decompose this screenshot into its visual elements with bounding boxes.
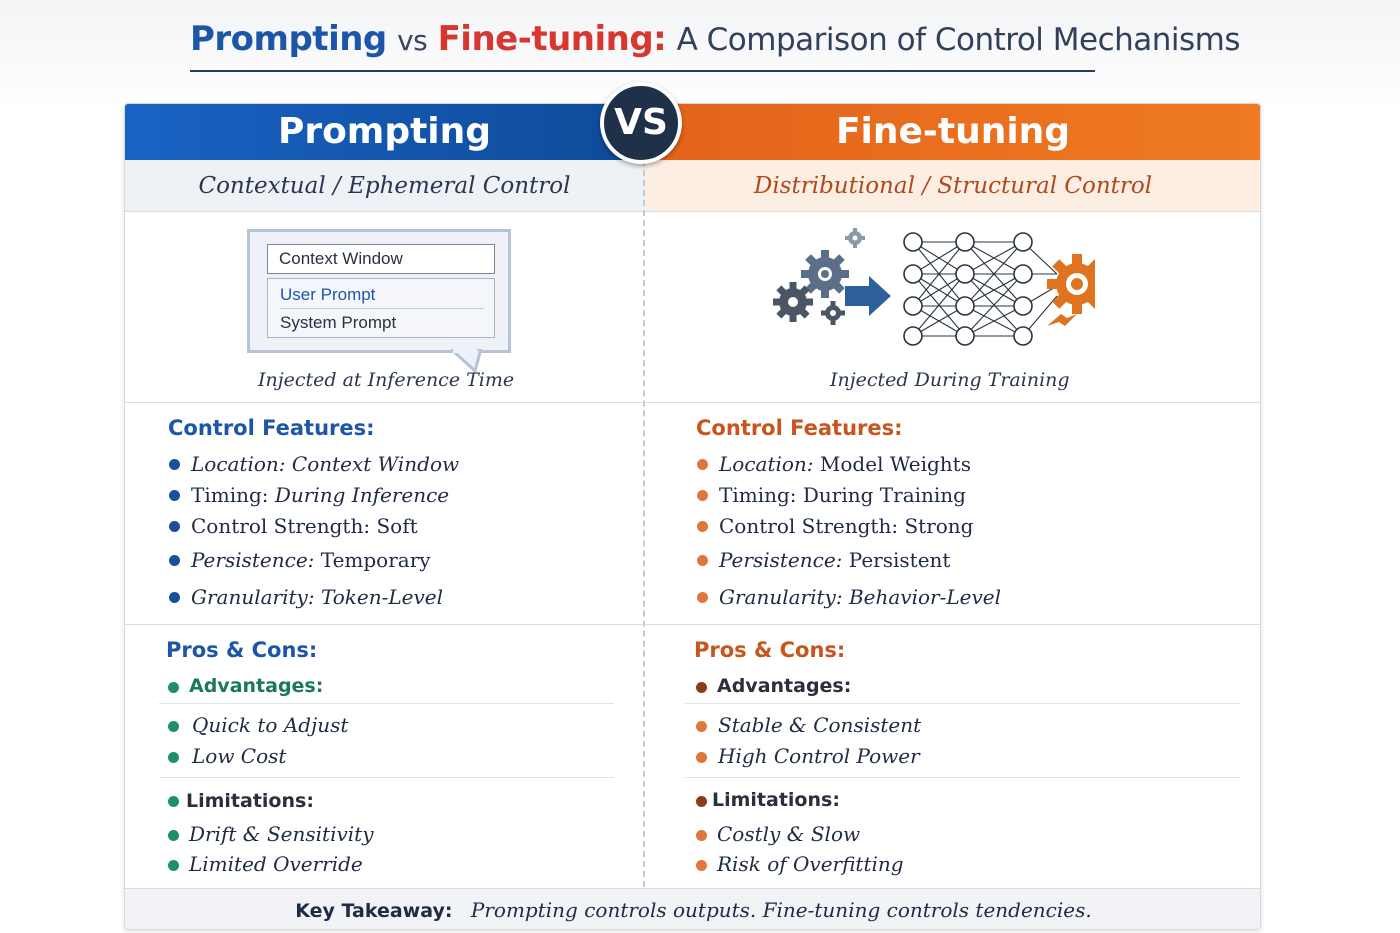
orange-gear-icon — [1047, 254, 1095, 314]
comparison-card: Prompting Fine-tuning Contextual / Ephem… — [124, 103, 1261, 930]
prompting-feature-persistence: Persistence: Temporary — [191, 548, 431, 572]
prompting-limitation-item: Drift & Sensitivity — [189, 822, 374, 846]
bullet-icon — [168, 752, 179, 763]
bullet-icon — [168, 682, 179, 693]
gears-icon — [773, 228, 865, 325]
prompting-feature-granularity: Granularity: Token-Level — [191, 585, 444, 609]
prompting-header: Prompting — [125, 104, 644, 160]
separator-line — [685, 777, 1240, 778]
bullet-icon — [696, 796, 707, 807]
finetuning-advantage-item: Stable & Consistent — [718, 713, 922, 737]
finetuning-feature-persistence: Persistence: Persistent — [719, 548, 951, 572]
prompting-proscons-title: Pros & Cons: — [166, 638, 318, 662]
prompting-features-title: Control Features: — [168, 416, 375, 440]
bullet-icon — [697, 459, 708, 470]
finetuning-feature-strength: Control Strength: Strong — [719, 514, 974, 538]
bullet-icon — [697, 490, 708, 501]
finetuning-subheader: Distributional / Structural Control — [644, 160, 1260, 212]
prompting-caption: Injected at Inference Time — [258, 369, 515, 391]
context-window-illustration: Context Window User Prompt System Prompt — [247, 229, 511, 353]
bullet-icon — [696, 830, 707, 841]
section-divider — [125, 624, 1260, 625]
bullet-icon — [697, 521, 708, 532]
section-divider — [125, 402, 1260, 403]
finetuning-limitation-item: Costly & Slow — [717, 822, 861, 846]
takeaway-text: Prompting controls outputs. Fine-tuning … — [470, 898, 1092, 922]
finetuning-advantage-item: High Control Power — [718, 744, 920, 768]
bullet-icon — [169, 490, 180, 501]
title-prompting: Prompting — [190, 19, 387, 59]
bullet-icon — [169, 521, 180, 532]
bullet-icon — [168, 830, 179, 841]
prompting-feature-location: Location: Context Window — [191, 452, 460, 476]
training-illustration — [773, 228, 1095, 346]
finetuning-feature-timing: Timing: During Training — [719, 483, 966, 507]
vs-badge: VS — [600, 82, 682, 164]
separator-line — [685, 703, 1240, 704]
bullet-icon — [168, 721, 179, 732]
bullet-icon — [168, 796, 179, 807]
prompting-advantage-item: Quick to Adjust — [192, 713, 349, 737]
column-divider — [643, 160, 645, 887]
context-window-title: Context Window — [267, 244, 495, 274]
speech-tail-icon — [451, 349, 483, 373]
bullet-icon — [169, 459, 180, 470]
title-rest: A Comparison of Control Mechanisms — [676, 22, 1241, 58]
bullet-icon — [697, 592, 708, 603]
prompting-limitations-label: Limitations: — [186, 790, 314, 812]
finetuning-feature-granularity: Granularity: Behavior-Level — [719, 585, 1001, 609]
title-vs: vs — [397, 24, 428, 57]
system-prompt-label: System Prompt — [280, 313, 397, 332]
finetuning-header: Fine-tuning — [644, 104, 1260, 160]
neural-network-icon — [903, 232, 1058, 346]
separator-line — [159, 777, 614, 778]
context-window-body: User Prompt System Prompt — [267, 278, 495, 338]
arrow-icon — [845, 276, 891, 316]
bullet-icon — [697, 555, 708, 566]
bullet-icon — [169, 555, 180, 566]
key-takeaway: Key Takeaway: Prompting controls outputs… — [125, 888, 1260, 929]
bullet-icon — [696, 860, 707, 871]
prompting-subheader: Contextual / Ephemeral Control — [125, 160, 644, 212]
user-prompt-label: User Prompt — [280, 283, 484, 309]
prompting-advantages-label: Advantages: — [189, 675, 324, 697]
bullet-icon — [696, 721, 707, 732]
spark-icon — [1047, 314, 1077, 326]
finetuning-limitations-label: Limitations: — [712, 789, 840, 811]
finetuning-limitation-item: Risk of Overfitting — [717, 852, 904, 876]
prompting-advantage-item: Low Cost — [192, 744, 287, 768]
title-finetuning: Fine-tuning: — [437, 19, 667, 59]
bullet-icon — [696, 682, 707, 693]
bullet-icon — [169, 592, 180, 603]
finetuning-caption: Injected During Training — [830, 369, 1070, 391]
takeaway-label: Key Takeaway: — [295, 900, 453, 922]
prompting-feature-strength: Control Strength: Soft — [191, 514, 418, 538]
bullet-icon — [168, 860, 179, 871]
finetuning-features-title: Control Features: — [696, 416, 903, 440]
finetuning-advantages-label: Advantages: — [717, 675, 852, 697]
prompting-feature-timing: Timing: During Inference — [191, 483, 450, 507]
finetuning-proscons-title: Pros & Cons: — [694, 638, 846, 662]
page-title: Prompting vs Fine-tuning: A Comparison o… — [190, 14, 1241, 72]
bullet-icon — [696, 752, 707, 763]
prompting-limitation-item: Limited Override — [189, 852, 363, 876]
separator-line — [159, 703, 614, 704]
finetuning-feature-location: Location: Model Weights — [719, 452, 971, 476]
